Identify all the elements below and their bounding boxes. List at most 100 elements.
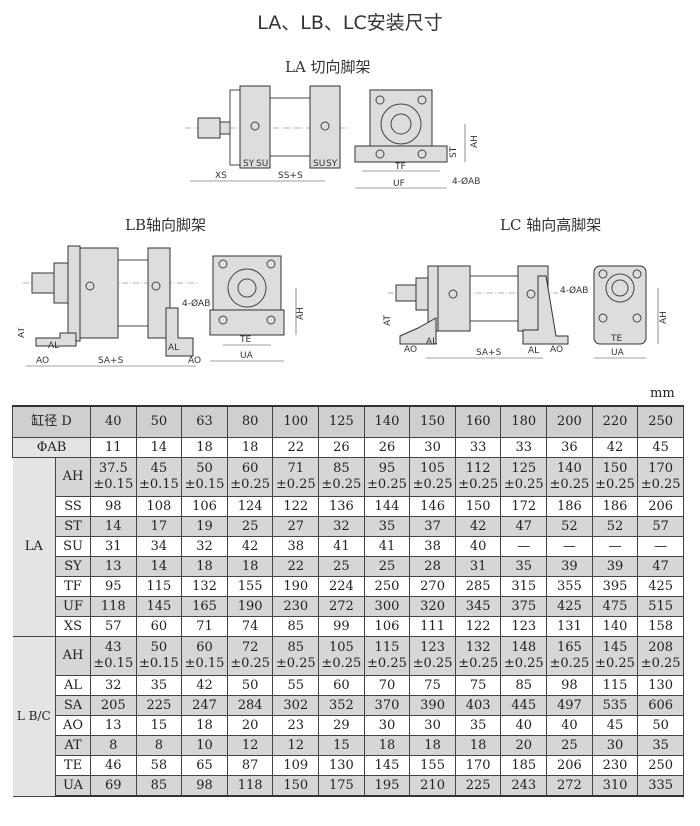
- table-cell: 225: [454, 775, 502, 797]
- table-cell: 35: [500, 556, 548, 577]
- table-cell: 33: [454, 437, 502, 458]
- table-cell: 41: [318, 536, 365, 557]
- svg-text:4-ØAB: 4-ØAB: [560, 285, 588, 296]
- row-key: AT: [55, 735, 91, 756]
- table-cell: 132: [181, 576, 228, 597]
- table-cell: 26: [363, 437, 411, 458]
- table-cell: 14: [90, 516, 137, 537]
- table-cell: 35: [454, 715, 502, 736]
- table-cell: 315: [500, 576, 548, 597]
- table-cell: 115: [135, 576, 183, 597]
- svg-text:SS+S: SS+S: [278, 171, 303, 181]
- table-cell: —: [591, 536, 639, 557]
- table-cell: 60: [135, 616, 183, 637]
- table-cell: 60: [318, 675, 365, 696]
- table-cell: 403: [454, 695, 502, 716]
- bore-cell: 140: [363, 405, 411, 438]
- table-cell: 25: [318, 556, 365, 577]
- table-cell: 230: [272, 596, 320, 617]
- table-cell: 302: [272, 695, 320, 716]
- table-cell: 300: [363, 596, 411, 617]
- svg-text:4-ØAB: 4-ØAB: [182, 298, 210, 309]
- bore-cell: 63: [181, 405, 228, 438]
- lc-drawing-title: LC 轴向高脚架: [500, 216, 602, 234]
- table-cell: 58: [135, 755, 183, 776]
- table-cell: 115 ±0.25: [363, 636, 411, 676]
- rod-end: [197, 117, 221, 139]
- table-cell: 87: [226, 755, 274, 776]
- la-drawing: XS SS+S SY SU SU SY TF UF 4-ØAB ST AH: [185, 85, 480, 189]
- bore-cell: 50: [135, 405, 183, 438]
- table-cell: 112 ±0.25: [454, 457, 502, 497]
- table-cell: 42: [591, 437, 639, 458]
- table-cell: 10: [181, 735, 228, 756]
- table-cell: 345: [454, 596, 502, 617]
- table-cell: 206: [546, 755, 593, 776]
- svg-text:SU: SU: [256, 159, 268, 169]
- table-cell: 98: [90, 496, 137, 517]
- table-cell: 445: [500, 695, 548, 716]
- table-cell: 122: [272, 496, 320, 517]
- table-cell: 71: [181, 616, 228, 637]
- table-cell: 355: [546, 576, 593, 597]
- table-cell: 136: [318, 496, 365, 517]
- table-cell: 32: [318, 516, 365, 537]
- table-cell: 50 ±0.15: [181, 457, 228, 497]
- table-cell: 352: [318, 695, 365, 716]
- svg-text:AH: AH: [470, 135, 480, 148]
- table-cell: 150: [454, 496, 502, 517]
- table-cell: 165: [181, 596, 228, 617]
- table-cell: 250: [637, 755, 684, 776]
- table-cell: 41: [363, 536, 411, 557]
- table-cell: 85: [135, 775, 183, 797]
- svg-text:AO: AO: [188, 356, 201, 366]
- bore-cell: 125: [318, 405, 365, 438]
- table-cell: 175: [318, 775, 365, 797]
- svg-text:AT: AT: [18, 327, 27, 338]
- table-cell: 38: [409, 536, 456, 557]
- table-cell: 95 ±0.25: [363, 457, 411, 497]
- table-cell: 230: [591, 755, 639, 776]
- table-cell: 30: [409, 715, 456, 736]
- table-cell: 85 ±0.25: [318, 457, 365, 497]
- row-key: XS: [55, 616, 91, 637]
- table-cell: 247: [181, 695, 228, 716]
- svg-text:AH: AH: [659, 311, 669, 324]
- table-cell: 52: [591, 516, 639, 537]
- table-cell: 206: [637, 496, 684, 517]
- lb-drawing: SA+S AL AL AO AO AT 4-ØAB TE UA AH: [18, 245, 306, 367]
- table-cell: 8: [90, 735, 137, 756]
- table-cell: 272: [546, 775, 593, 797]
- row-label: ΦAB: [12, 437, 91, 458]
- table-cell: 37.5 ±0.15: [90, 457, 137, 497]
- table-cell: 13: [90, 556, 137, 577]
- table-cell: 85: [500, 675, 548, 696]
- svg-text:UF: UF: [393, 179, 405, 189]
- table-cell: 98: [546, 675, 593, 696]
- table-cell: 69: [90, 775, 137, 797]
- table-cell: 31: [90, 536, 137, 557]
- table-cell: 39: [546, 556, 593, 577]
- table-cell: 17: [135, 516, 183, 537]
- table-cell: 190: [226, 596, 274, 617]
- table-cell: 36: [546, 437, 593, 458]
- table-cell: 20: [500, 735, 548, 756]
- table-cell: 65: [181, 755, 228, 776]
- row-key: UA: [55, 775, 91, 797]
- table-cell: 118: [90, 596, 137, 617]
- svg-text:SY: SY: [243, 159, 255, 169]
- group-label: LA: [12, 457, 56, 637]
- svg-text:TE: TE: [239, 335, 251, 345]
- la-drawing-title: LA 切向脚架: [285, 58, 371, 76]
- table-cell: 40: [454, 536, 502, 557]
- table-cell: 155: [409, 755, 456, 776]
- table-cell: —: [500, 536, 548, 557]
- table-cell: 146: [409, 496, 456, 517]
- lc-drawing: SA+S AL AL AO AO AT 4-ØAB TE UA AH: [383, 265, 669, 359]
- table-cell: 145: [135, 596, 183, 617]
- table-cell: 165 ±0.25: [546, 636, 593, 676]
- table-cell: 35: [363, 516, 411, 537]
